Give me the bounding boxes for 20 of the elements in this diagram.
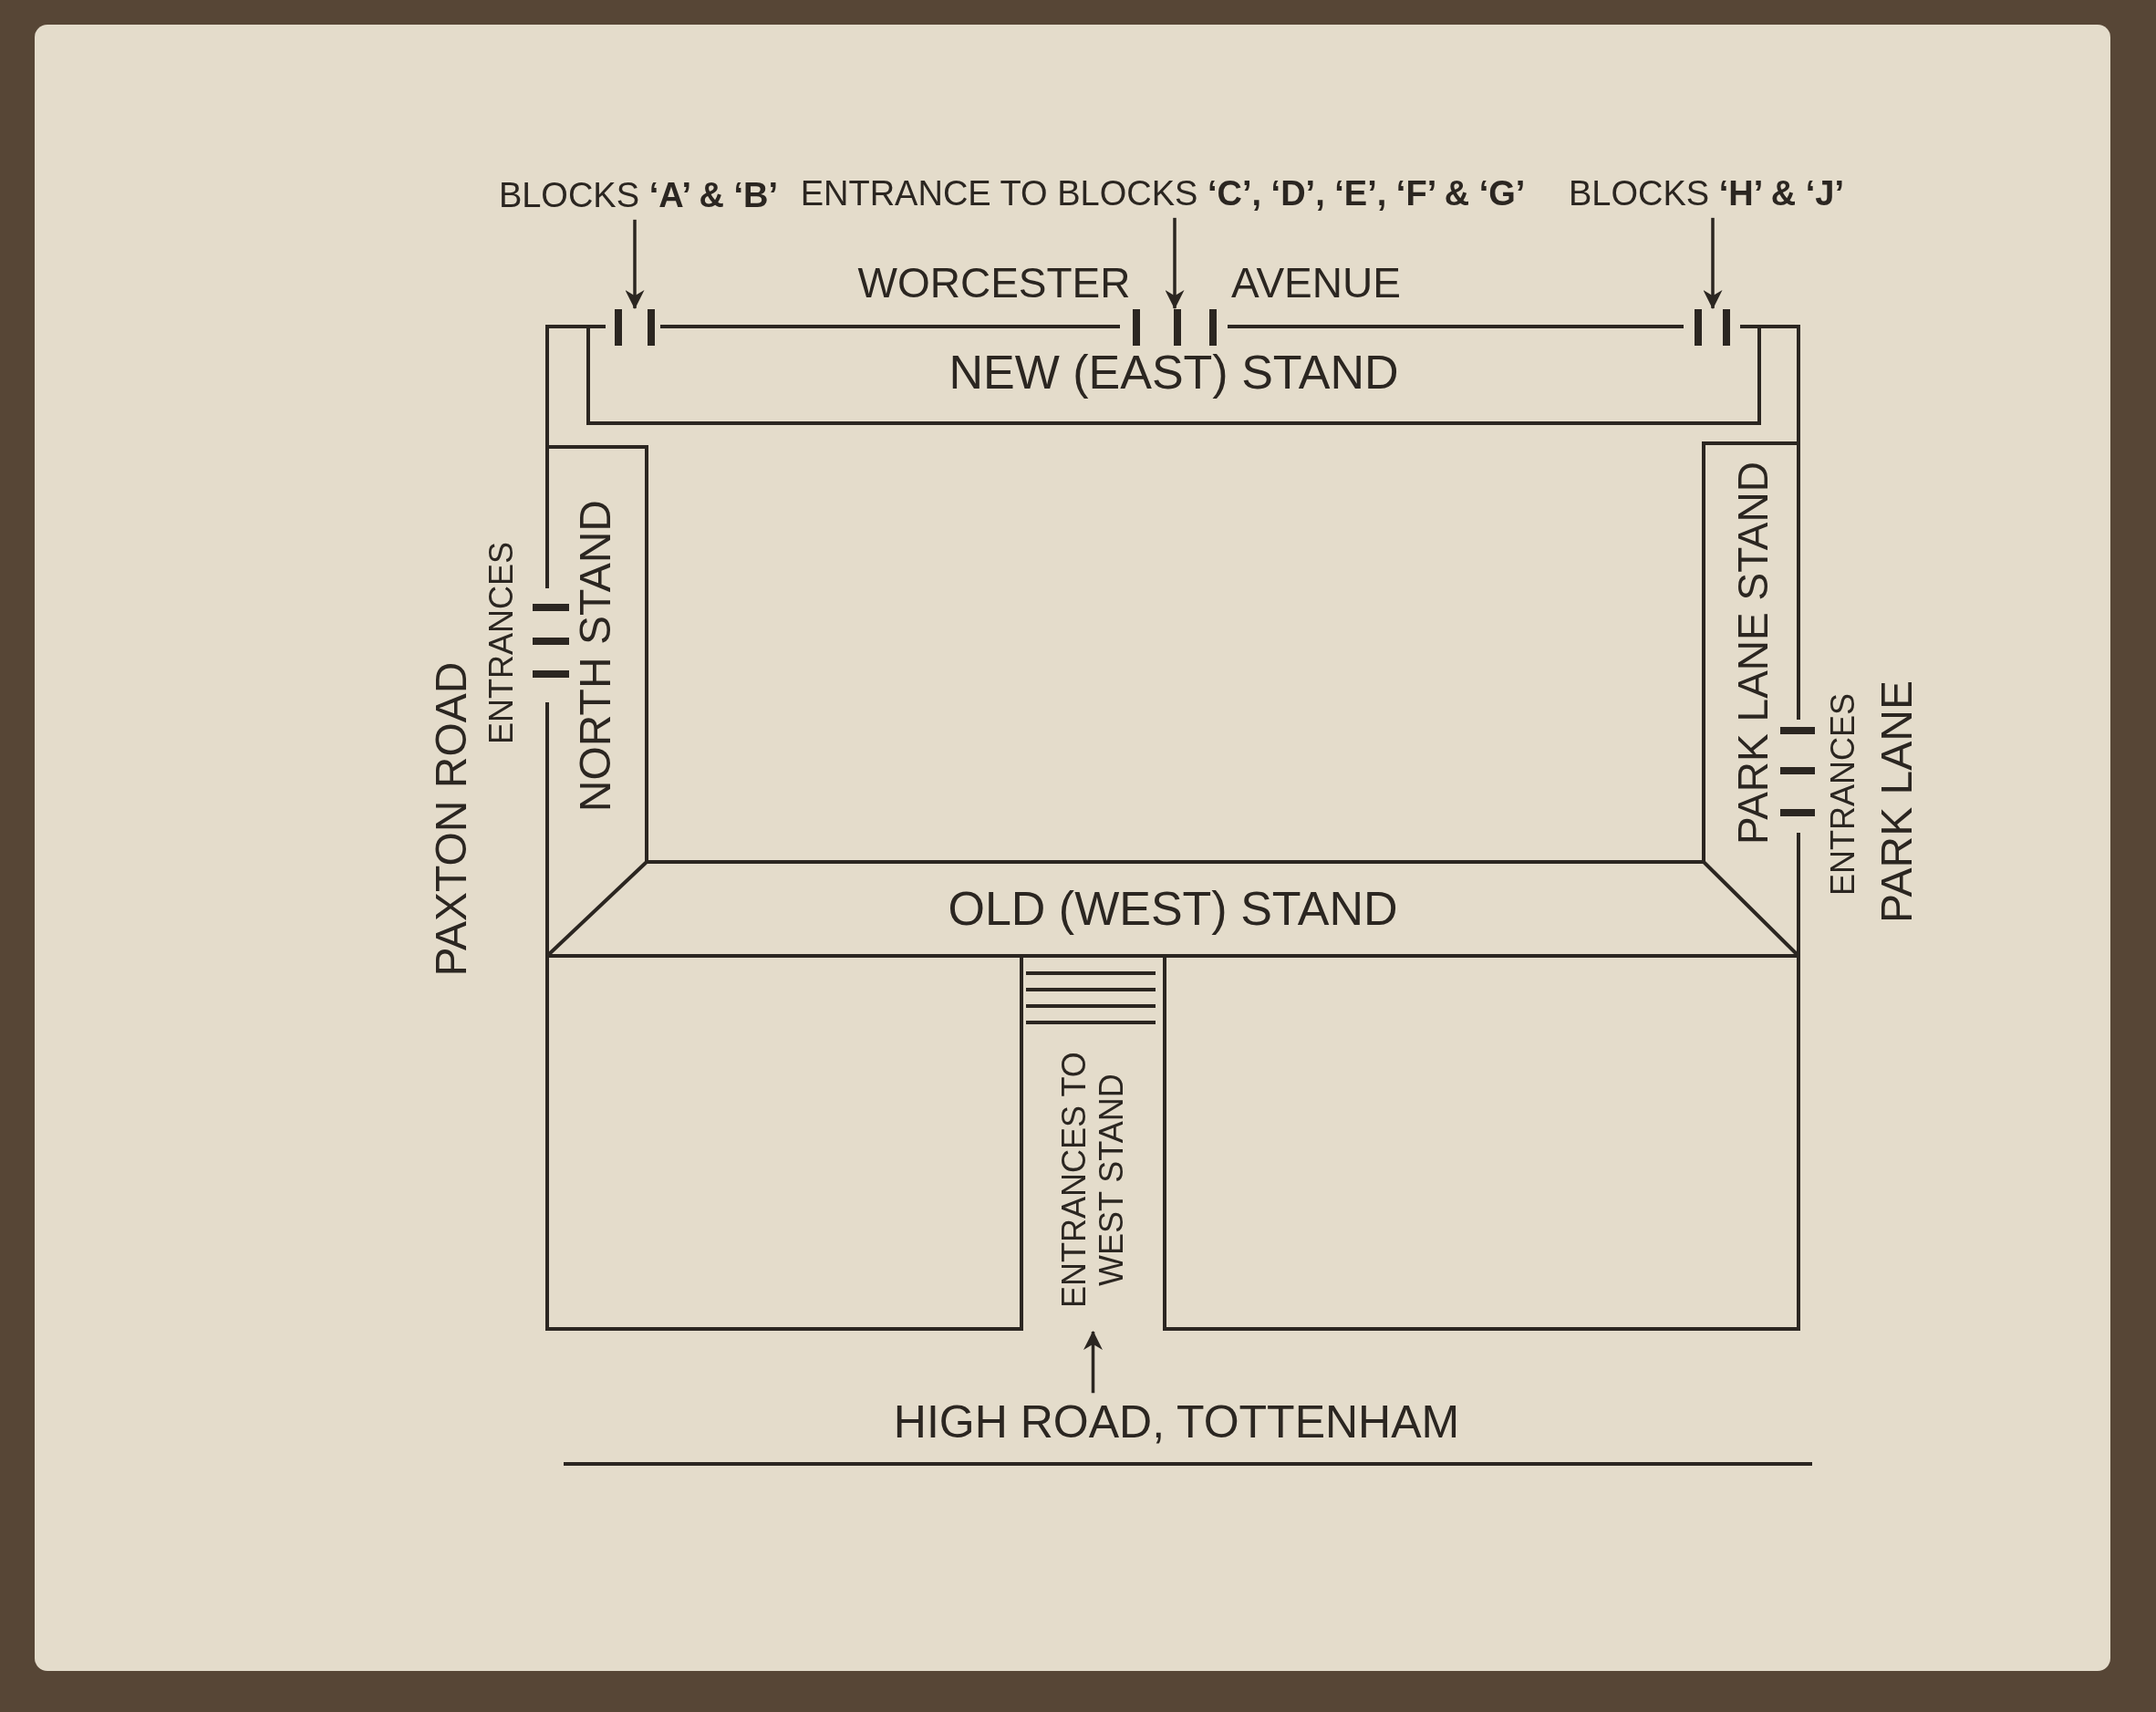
entrance-label: ENTRANCE TO BLOCKS ‘C’, ‘D’, ‘E’, ‘F’ & ‘G’ [800, 174, 1526, 214]
stand-name: NEW (EAST) STAND [948, 346, 1399, 400]
entrance-label: BLOCKS ‘H’ & ‘J’ [1569, 174, 1844, 214]
entrance-label: BLOCKS ‘A’ & ‘B’ [498, 176, 779, 216]
street-name: AVENUE [1231, 258, 1401, 307]
street-name: PARK LANE [1871, 680, 1923, 923]
arrow [1703, 217, 1723, 310]
passage-label: ENTRANCES TO WEST STAND [1055, 1051, 1131, 1310]
street-name: PAXTON ROAD [426, 661, 477, 977]
arrow [625, 219, 645, 310]
entrance-passage [1020, 956, 1166, 1331]
entrances-label: ENTRANCES [1824, 693, 1862, 896]
stand-name: PARK LANE STAND [1728, 462, 1778, 846]
stand-name: OLD (WEST) STAND [948, 881, 1398, 937]
arrow [1165, 217, 1185, 310]
stand-name: NORTH STAND [569, 500, 620, 813]
street-name: WORCESTER [857, 258, 1131, 307]
entrances-label: ENTRANCES [482, 542, 521, 744]
street-name: HIGH ROAD, TOTTENHAM [893, 1396, 1460, 1449]
arrow [1083, 1330, 1103, 1394]
